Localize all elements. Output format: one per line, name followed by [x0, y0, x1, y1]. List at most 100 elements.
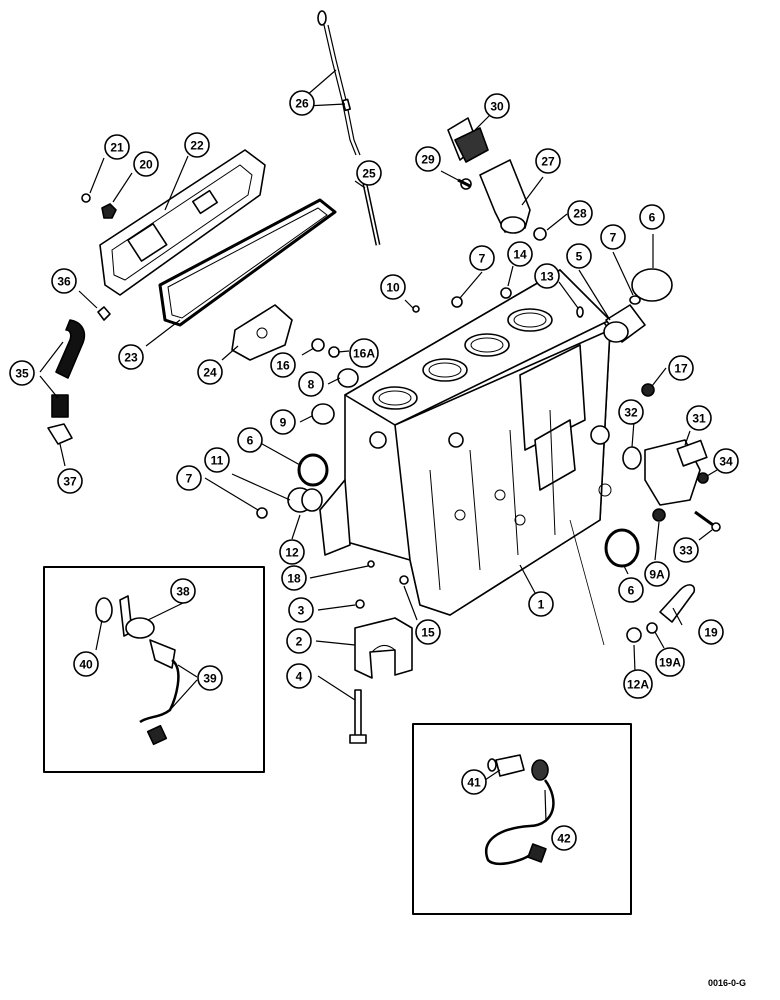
- callout-number: 1: [538, 598, 545, 612]
- callout-balloon: [118, 344, 144, 370]
- callout-28: 28: [567, 200, 593, 226]
- callout-number: 5: [576, 250, 583, 264]
- callout-30: 30: [484, 93, 510, 119]
- callout-10: 10: [380, 274, 406, 300]
- callout-balloon: [461, 769, 487, 795]
- oil-filler: [447, 117, 547, 241]
- callout-balloon: [415, 619, 441, 645]
- callout-balloon: [528, 591, 554, 617]
- parts-drawing: [39, 10, 721, 915]
- callout-balloon: [535, 148, 561, 174]
- callout-number: 8: [308, 378, 315, 392]
- callout-number: 9A: [649, 568, 665, 582]
- callout-37: 37: [57, 468, 83, 494]
- callout-8: 8: [298, 371, 324, 397]
- callout-1: 1: [528, 591, 554, 617]
- callout-balloon: [644, 561, 670, 587]
- callout-balloon: [73, 651, 99, 677]
- callout-balloon: [197, 359, 223, 385]
- callout-number: 6: [247, 434, 254, 448]
- callout-balloon: [281, 565, 307, 591]
- callout-34: 34: [713, 448, 739, 474]
- callout-balloon: [507, 241, 533, 267]
- callout-number: 22: [190, 139, 204, 153]
- callout-balloon: [9, 360, 35, 386]
- callout-balloon: [469, 245, 495, 271]
- callout-number: 32: [624, 406, 638, 420]
- callout-15: 15: [415, 619, 441, 645]
- callout-32: 32: [618, 399, 644, 425]
- callout-6a: 6: [639, 204, 665, 230]
- callout-number: 17: [674, 362, 688, 376]
- callout-21: 21: [104, 134, 130, 160]
- callout-balloon: [673, 537, 699, 563]
- thermostat-housing: [622, 439, 721, 532]
- callout-29: 29: [415, 146, 441, 172]
- callout-balloon: [623, 669, 653, 699]
- callout-12A: 12A: [623, 669, 653, 699]
- callout-balloon: [270, 352, 296, 378]
- callout-7a: 7: [469, 245, 495, 271]
- callout-number: 33: [679, 544, 693, 558]
- callout-13: 13: [534, 263, 560, 289]
- callout-6b: 6: [237, 427, 263, 453]
- callout-16: 16: [270, 352, 296, 378]
- callout-number: 21: [110, 141, 124, 155]
- callout-number: 18: [287, 572, 301, 586]
- callout-number: 24: [203, 366, 217, 380]
- callout-number: 38: [176, 585, 190, 599]
- callout-9A: 9A: [644, 561, 670, 587]
- callout-balloon: [170, 578, 196, 604]
- callout-24: 24: [197, 359, 223, 385]
- cover-plate: [231, 304, 293, 361]
- callout-balloon: [655, 647, 685, 677]
- callout-balloon: [286, 628, 312, 654]
- callout-balloon: [184, 132, 210, 158]
- callout-number: 12A: [627, 678, 649, 692]
- callout-number: 7: [186, 472, 193, 486]
- callout-number: 2: [296, 635, 303, 649]
- callout-26: 26: [289, 90, 315, 116]
- callout-18: 18: [281, 565, 307, 591]
- callout-16A: 16A: [349, 338, 379, 368]
- callout-40: 40: [73, 651, 99, 677]
- callout-balloon: [298, 371, 324, 397]
- callout-balloon: [698, 619, 724, 645]
- small-hardware: [81, 193, 117, 321]
- callout-number: 39: [203, 672, 217, 686]
- callout-number: 11: [211, 454, 224, 468]
- callout-number: 34: [719, 455, 733, 469]
- figure-code: 0016-0-G: [707, 978, 746, 988]
- callout-number: 27: [541, 155, 555, 169]
- callouts: 12345666777899A10111212A1314151616A17181…: [9, 90, 739, 851]
- callout-41: 41: [461, 769, 487, 795]
- callout-23: 23: [118, 344, 144, 370]
- callout-number: 9: [280, 416, 287, 430]
- callout-25: 25: [356, 160, 382, 186]
- callout-number: 28: [573, 207, 587, 221]
- callout-balloon: [279, 539, 305, 565]
- bypass-hose: [659, 584, 696, 623]
- callout-number: 40: [79, 658, 93, 672]
- callout-number: 16: [276, 359, 290, 373]
- callout-number: 26: [295, 97, 309, 111]
- callout-20: 20: [133, 151, 159, 177]
- callout-balloon: [668, 355, 694, 381]
- callout-number: 4: [296, 670, 303, 684]
- callout-36: 36: [51, 268, 77, 294]
- callout-number: 30: [490, 100, 504, 114]
- callout-balloon: [286, 663, 312, 689]
- callout-number: 25: [362, 167, 376, 181]
- callout-balloon: [237, 427, 263, 453]
- callout-number: 7: [479, 252, 486, 266]
- callout-balloon: [176, 465, 202, 491]
- callout-number: 6: [649, 211, 656, 225]
- callout-39: 39: [197, 665, 223, 691]
- callout-2: 2: [286, 628, 312, 654]
- dipstick: [317, 10, 381, 246]
- callout-balloon: [204, 447, 230, 473]
- callout-number: 20: [139, 158, 153, 172]
- main-bearing-cap: [349, 599, 413, 744]
- callout-number: 14: [513, 248, 527, 262]
- callout-number: 41: [467, 776, 481, 790]
